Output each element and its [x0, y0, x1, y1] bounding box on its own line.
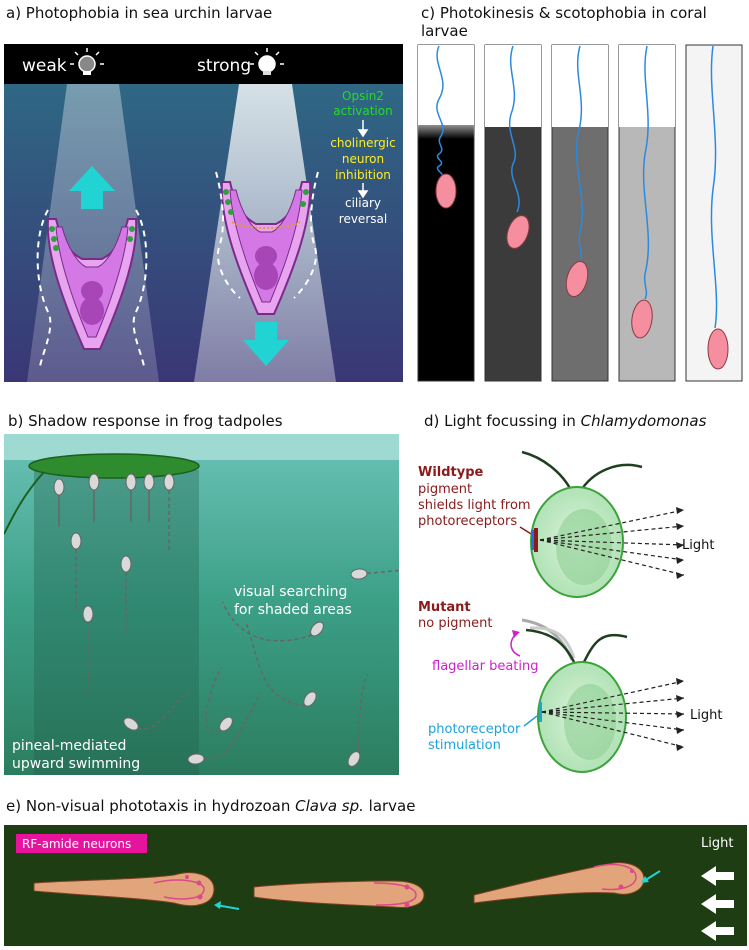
lily-stem [4, 471, 45, 535]
coral-column-3 [551, 44, 609, 382]
weak-light-beam [27, 84, 159, 382]
panel-e-title-suffix: larvae [363, 797, 416, 815]
panel-d-figure: Wildtype pigment shields light from phot… [418, 450, 722, 773]
panel-c-title-line2: larvae [421, 22, 468, 40]
panel-e-figure: RF-amide neurons Light [4, 825, 747, 946]
dim-bulb-icon [70, 48, 104, 75]
panel-c-title: c) Photokinesis & scotophobia in coral l… [421, 4, 707, 40]
mutant-heading: Mutant [418, 600, 471, 615]
cascade-step1-line2: activation [333, 104, 392, 118]
tadpole-group [53, 473, 399, 767]
wildtype-flagellum-left [521, 450, 574, 493]
wildtype-photoreceptor [531, 530, 534, 550]
cascade-step3-line1: ciliary [345, 196, 381, 210]
mutant-line1: no pigment [418, 616, 492, 631]
cascade-arrows [357, 120, 369, 199]
flagellar-beating-label: flagellar beating [432, 659, 539, 674]
mutant-flagellum-left [525, 628, 576, 663]
panel-e-title: e) Non-visual phototaxis in hydrozoan Cl… [6, 797, 415, 815]
wildtype-chloroplast [556, 509, 612, 585]
downward-arrow-icon [243, 322, 289, 366]
flagellar-arrowhead-icon [512, 630, 520, 638]
wildtype-arrowheads [676, 507, 684, 579]
lily-pad [28, 453, 200, 479]
rf-amide-label: RF-amide neurons [22, 837, 131, 851]
photoreceptor-line1: photoreceptor [428, 722, 521, 737]
bright-bulb-icon [250, 48, 284, 75]
cascade-step2-line1: cholinergic [330, 136, 395, 150]
cyan-arrowhead-2-icon [641, 876, 649, 883]
mutant-light-rays [541, 680, 685, 748]
clava-larva-1 [33, 872, 215, 907]
mutant-photoreceptor [539, 702, 542, 722]
panel-d-title-italic: Chlamydomonas [580, 412, 707, 430]
weak-label: weak [22, 56, 67, 76]
mutant-arrowheads [676, 678, 684, 751]
flagellar-beating-arrow-icon [510, 633, 521, 657]
coral-column-4 [618, 44, 676, 382]
panel-d-title: d) Light focussing in Chlamydomonas [424, 412, 706, 430]
wildtype-heading: Wildtype [418, 465, 484, 480]
pineal-line2: upward swimming [12, 756, 140, 772]
panel-b-title: b) Shadow response in frog tadpoles [8, 412, 283, 430]
panel-d-title-prefix: d) Light focussing in [424, 412, 581, 430]
cilia-flow-right-weak [132, 209, 148, 367]
panel-e-title-prefix: e) Non-visual phototaxis in hydrozoan [6, 797, 296, 815]
light-label-mutant: Light [690, 708, 722, 723]
cascade-step2-line2: neuron [342, 152, 384, 166]
light-label-wildtype: Light [682, 538, 714, 553]
larva-strong [220, 181, 312, 315]
coral-column-2 [484, 44, 542, 382]
panel-c-title-line1: c) Photokinesis & scotophobia in coral [421, 4, 707, 22]
photoreceptor-pointer [523, 715, 538, 727]
strong-label: strong [197, 56, 251, 76]
photoreceptor-line2: stimulation [428, 738, 501, 753]
mutant-chloroplast [564, 684, 616, 760]
wildtype-line2: shields light from [418, 498, 531, 513]
cyan-arrowhead-1-icon [214, 901, 221, 909]
mutant-flagellum-right [582, 633, 628, 663]
visual-searching-line2: for shaded areas [234, 602, 352, 618]
cascade-step2-line3: inhibition [335, 168, 391, 182]
clava-larva-2 [253, 880, 425, 908]
cascade-step1-line1: Opsin2 [342, 89, 384, 103]
upward-arrow-icon [69, 166, 115, 209]
light-arrows-icon [701, 866, 734, 941]
coral-column-5 [685, 44, 743, 382]
visual-searching-line1: visual searching [234, 584, 347, 600]
panel-c-figure [417, 44, 743, 382]
wildtype-line1: pigment [418, 482, 472, 497]
panel-b-figure: visual searching for shaded areas pineal… [4, 434, 399, 775]
wildtype-line3: photoreceptors [418, 514, 517, 529]
pond-background [4, 434, 399, 775]
cilia-flow-left-weak [36, 209, 52, 367]
panel-a-figure: weak strong [4, 44, 403, 382]
panel-a-title: a) Photophobia in sea urchin larvae [6, 4, 273, 22]
panel-e-title-italic: Clava sp. [295, 797, 364, 815]
larva-weak [46, 218, 138, 350]
pineal-line1: pineal-mediated [12, 738, 126, 754]
rf-amide-badge [16, 834, 147, 853]
light-label-panel-e: Light [701, 836, 733, 851]
mutant-flagellum-ghost-2 [529, 626, 576, 659]
cascade-step3-line2: reversal [339, 212, 387, 226]
coral-column-1 [417, 44, 475, 382]
wildtype-light-rays [539, 509, 685, 576]
wildtype-eyespot [534, 528, 538, 552]
